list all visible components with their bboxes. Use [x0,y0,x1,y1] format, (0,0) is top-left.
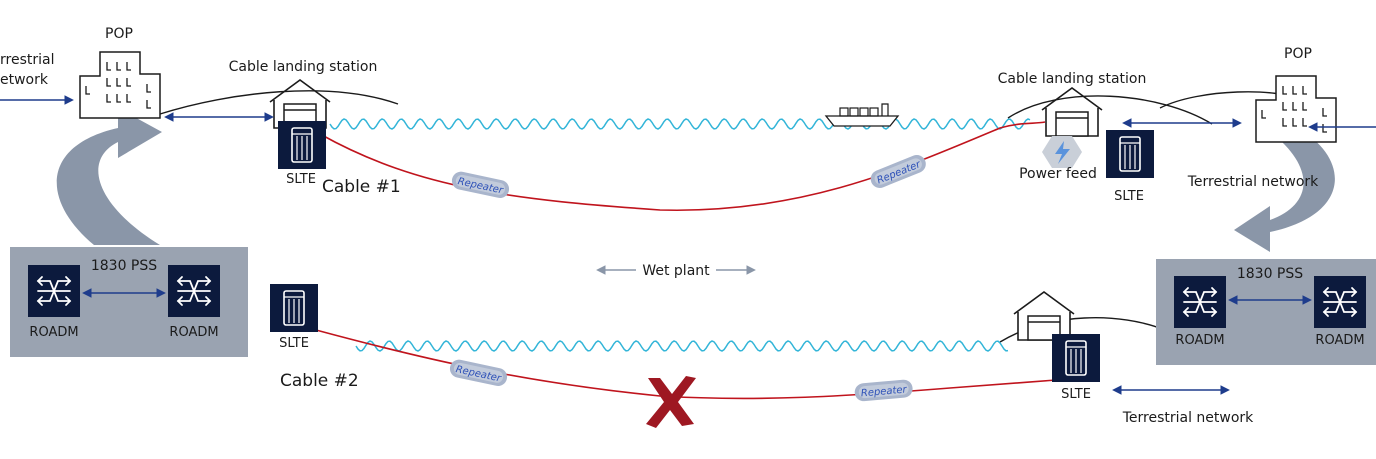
slte-label: SLTE [1114,189,1144,204]
cable1-red [319,121,1046,212]
terrestrial-right-label: Terrestrial network [1187,174,1319,190]
repeater-label: Repeater [860,384,908,399]
power-feed-lightning-icon [1042,136,1082,168]
pop-left-label: POP [105,26,133,42]
landing-station-bottom-icon [1013,291,1075,341]
curved-arrow-left [56,108,163,245]
cable2-red [315,329,1057,400]
cls-left-label: Cable landing station [229,59,378,75]
roadm-switch-icon [1173,275,1227,329]
pss-box-left: 1830 PSS ROADM ROADM [10,247,248,357]
slte-rack-icon [1105,129,1155,179]
repeater-cable2-b: Repeater [854,378,914,402]
roadm-switch-icon [167,264,221,318]
ground-arc-left [159,90,399,115]
terrestrial-bottom-label: Terrestrial network [1122,410,1254,426]
terrestrial-left-label-line2: etwork [0,72,49,88]
landing-station-right-icon [1041,87,1103,137]
roadm-switch-icon [27,264,81,318]
ground-arc-right [1007,95,1213,125]
slte-rack-icon [269,283,319,333]
roadm-switch-icon [1313,275,1367,329]
roadm-label: ROADM [1315,333,1364,348]
curved-arrow-right [1234,128,1335,252]
terrestrial-left-label-line1: rrestrial [0,52,54,68]
cls-right-label: Cable landing station [998,71,1147,87]
landing-station-left-icon [269,79,331,129]
pss-label: 1830 PSS [91,258,157,274]
cable-fault-cross-icon [646,376,696,428]
slte-label: SLTE [286,172,316,187]
wet-plant-wave-cable2 [355,340,1009,352]
repeater-cable1-a: Repeater [450,170,511,200]
repeater-cable1-b: Repeater [868,152,929,191]
slte-rack-icon [1051,333,1101,383]
pss-box-right: 1830 PSS ROADM ROADM [1156,259,1376,365]
pop-building-right-icon [1255,75,1337,143]
pop-right-label: POP [1284,46,1312,62]
pop-building-left-icon [79,51,161,119]
power-feed-label: Power feed [1019,166,1097,182]
slte-label: SLTE [1061,387,1091,402]
wet-plant-label: Wet plant [642,263,710,279]
roadm-label: ROADM [29,325,78,340]
slte-label: SLTE [279,336,309,351]
ship-icon [824,103,900,127]
roadm-label: ROADM [1175,333,1224,348]
pss-label: 1830 PSS [1237,266,1303,282]
cable1-label: Cable #1 [322,177,401,197]
cable2-label: Cable #2 [280,371,359,391]
repeater-cable2-a: Repeater [448,358,509,388]
roadm-label: ROADM [169,325,218,340]
wet-plant-wave-cable1 [329,118,1031,130]
slte-rack-icon [277,120,327,170]
